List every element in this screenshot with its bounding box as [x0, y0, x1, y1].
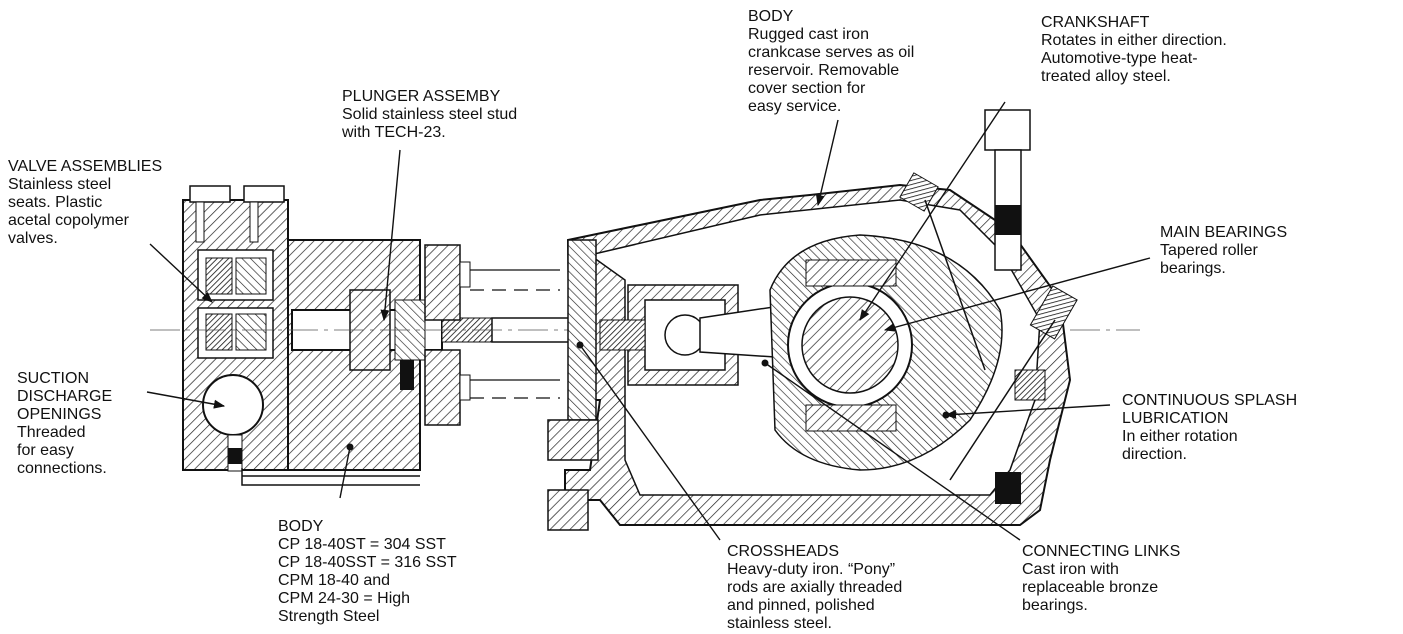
crankcase-section — [547, 109, 1078, 531]
suction-desc: Threaded for easy connections. — [17, 424, 107, 477]
main-bearings-callout: MAIN BEARINGS Tapered roller bearings. — [1160, 224, 1287, 278]
body-bottom-title: BODY — [278, 518, 324, 535]
body-top-desc: Rugged cast iron crankcase serves as oil… — [748, 26, 915, 115]
plunger-callout: PLUNGER ASSEMBY Solid stainless steel st… — [342, 88, 517, 142]
valve-title: VALVE ASSEMBLIES — [8, 158, 163, 175]
body-bottom-callout: BODY CP 18-40ST = 304 SST CP 18-40SST = … — [278, 518, 457, 626]
crossheads-desc: Heavy-duty iron. “Pony” rods are axially… — [727, 561, 903, 632]
main-bearings-desc: Tapered roller bearings. — [1160, 242, 1258, 277]
connecting-links-title: CONNECTING LINKS — [1022, 543, 1181, 560]
connecting-links-callout: CONNECTING LINKS Cast iron with replacea… — [1022, 543, 1180, 615]
connecting-links-desc: Cast iron with replaceable bronze bearin… — [1022, 561, 1159, 614]
crossheads-title: CROSSHEADS — [727, 543, 840, 560]
crossheads-callout: CROSSHEADS Heavy-duty iron. “Pony” rods … — [727, 543, 902, 633]
leader-lines — [146, 101, 1151, 541]
body-bottom-desc: CP 18-40ST = 304 SST CP 18-40SST = 316 S… — [278, 536, 457, 625]
valve-desc: Stainless steel seats. Plastic acetal co… — [8, 176, 129, 247]
lubrication-callout: CONTINUOUS SPLASH LUBRICATION In either … — [1122, 392, 1297, 464]
valve-head-section — [182, 185, 421, 486]
leader-dots — [346, 341, 950, 451]
suction-callout: SUCTION DISCHARGE OPENINGS Threaded for … — [17, 370, 112, 478]
plunger-desc: Solid stainless steel stud with TECH-23. — [342, 106, 518, 141]
plunger-title: PLUNGER ASSEMBY — [342, 88, 501, 105]
main-bearings-title: MAIN BEARINGS — [1160, 224, 1288, 241]
suction-title: SUCTION DISCHARGE OPENINGS — [17, 370, 113, 423]
crankshaft-title: CRANKSHAFT — [1041, 14, 1150, 31]
lubrication-title: CONTINUOUS SPLASH LUBRICATION — [1122, 392, 1298, 427]
plunger-section — [150, 244, 1140, 426]
crankshaft-desc: Rotates in either direction. Automotive-… — [1041, 32, 1227, 85]
crankshaft-callout: CRANKSHAFT Rotates in either direction. … — [1041, 14, 1227, 86]
body-top-title: BODY — [748, 8, 794, 25]
body-top-callout: BODY Rugged cast iron crankcase serves a… — [748, 8, 914, 116]
valve-callout: VALVE ASSEMBLIES Stainless steel seats. … — [8, 158, 162, 248]
lubrication-desc: In either rotation direction. — [1122, 428, 1238, 463]
